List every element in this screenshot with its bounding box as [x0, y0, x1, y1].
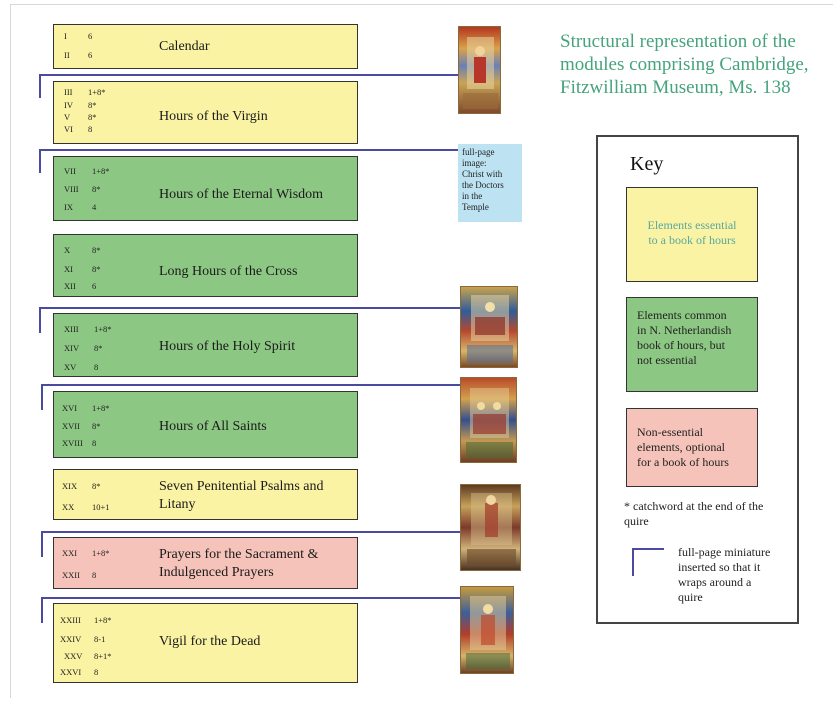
module-label: Calendar: [159, 39, 210, 54]
miniature-wrap-line: [39, 74, 461, 98]
miniature-image: [458, 26, 501, 114]
module-label: Hours of the Eternal Wisdom: [159, 187, 324, 202]
module-label: Long Hours of the Cross: [159, 264, 298, 279]
miniature-image: [460, 286, 518, 368]
figure-frame: [10, 4, 833, 698]
legend-wrap-symbol: [632, 548, 664, 576]
module-label: Vigil for the Dead: [159, 634, 261, 649]
fullpage-image-note: full-page image: Christ with the Doctors…: [458, 144, 522, 222]
miniature-wrap-line: [41, 531, 463, 557]
miniature-image: [460, 484, 521, 571]
miniature-wrap-line: [39, 149, 460, 173]
miniature-wrap-line: [41, 597, 463, 623]
module-label: Prayers for the Sacrament &Indulgenced P…: [159, 547, 319, 580]
miniature-image: [460, 377, 517, 463]
legend-title: Key: [630, 153, 664, 175]
diagram-title: Structural representation of the modules…: [560, 31, 809, 98]
miniature-wrap-line: [41, 384, 463, 410]
module-label: Hours of the Virgin: [159, 109, 268, 124]
module-label: Hours of All Saints: [159, 419, 267, 434]
miniature-wrap-line: [39, 307, 462, 333]
miniature-image: [460, 586, 514, 674]
module-label: Hours of the Holy Spirit: [159, 339, 296, 354]
